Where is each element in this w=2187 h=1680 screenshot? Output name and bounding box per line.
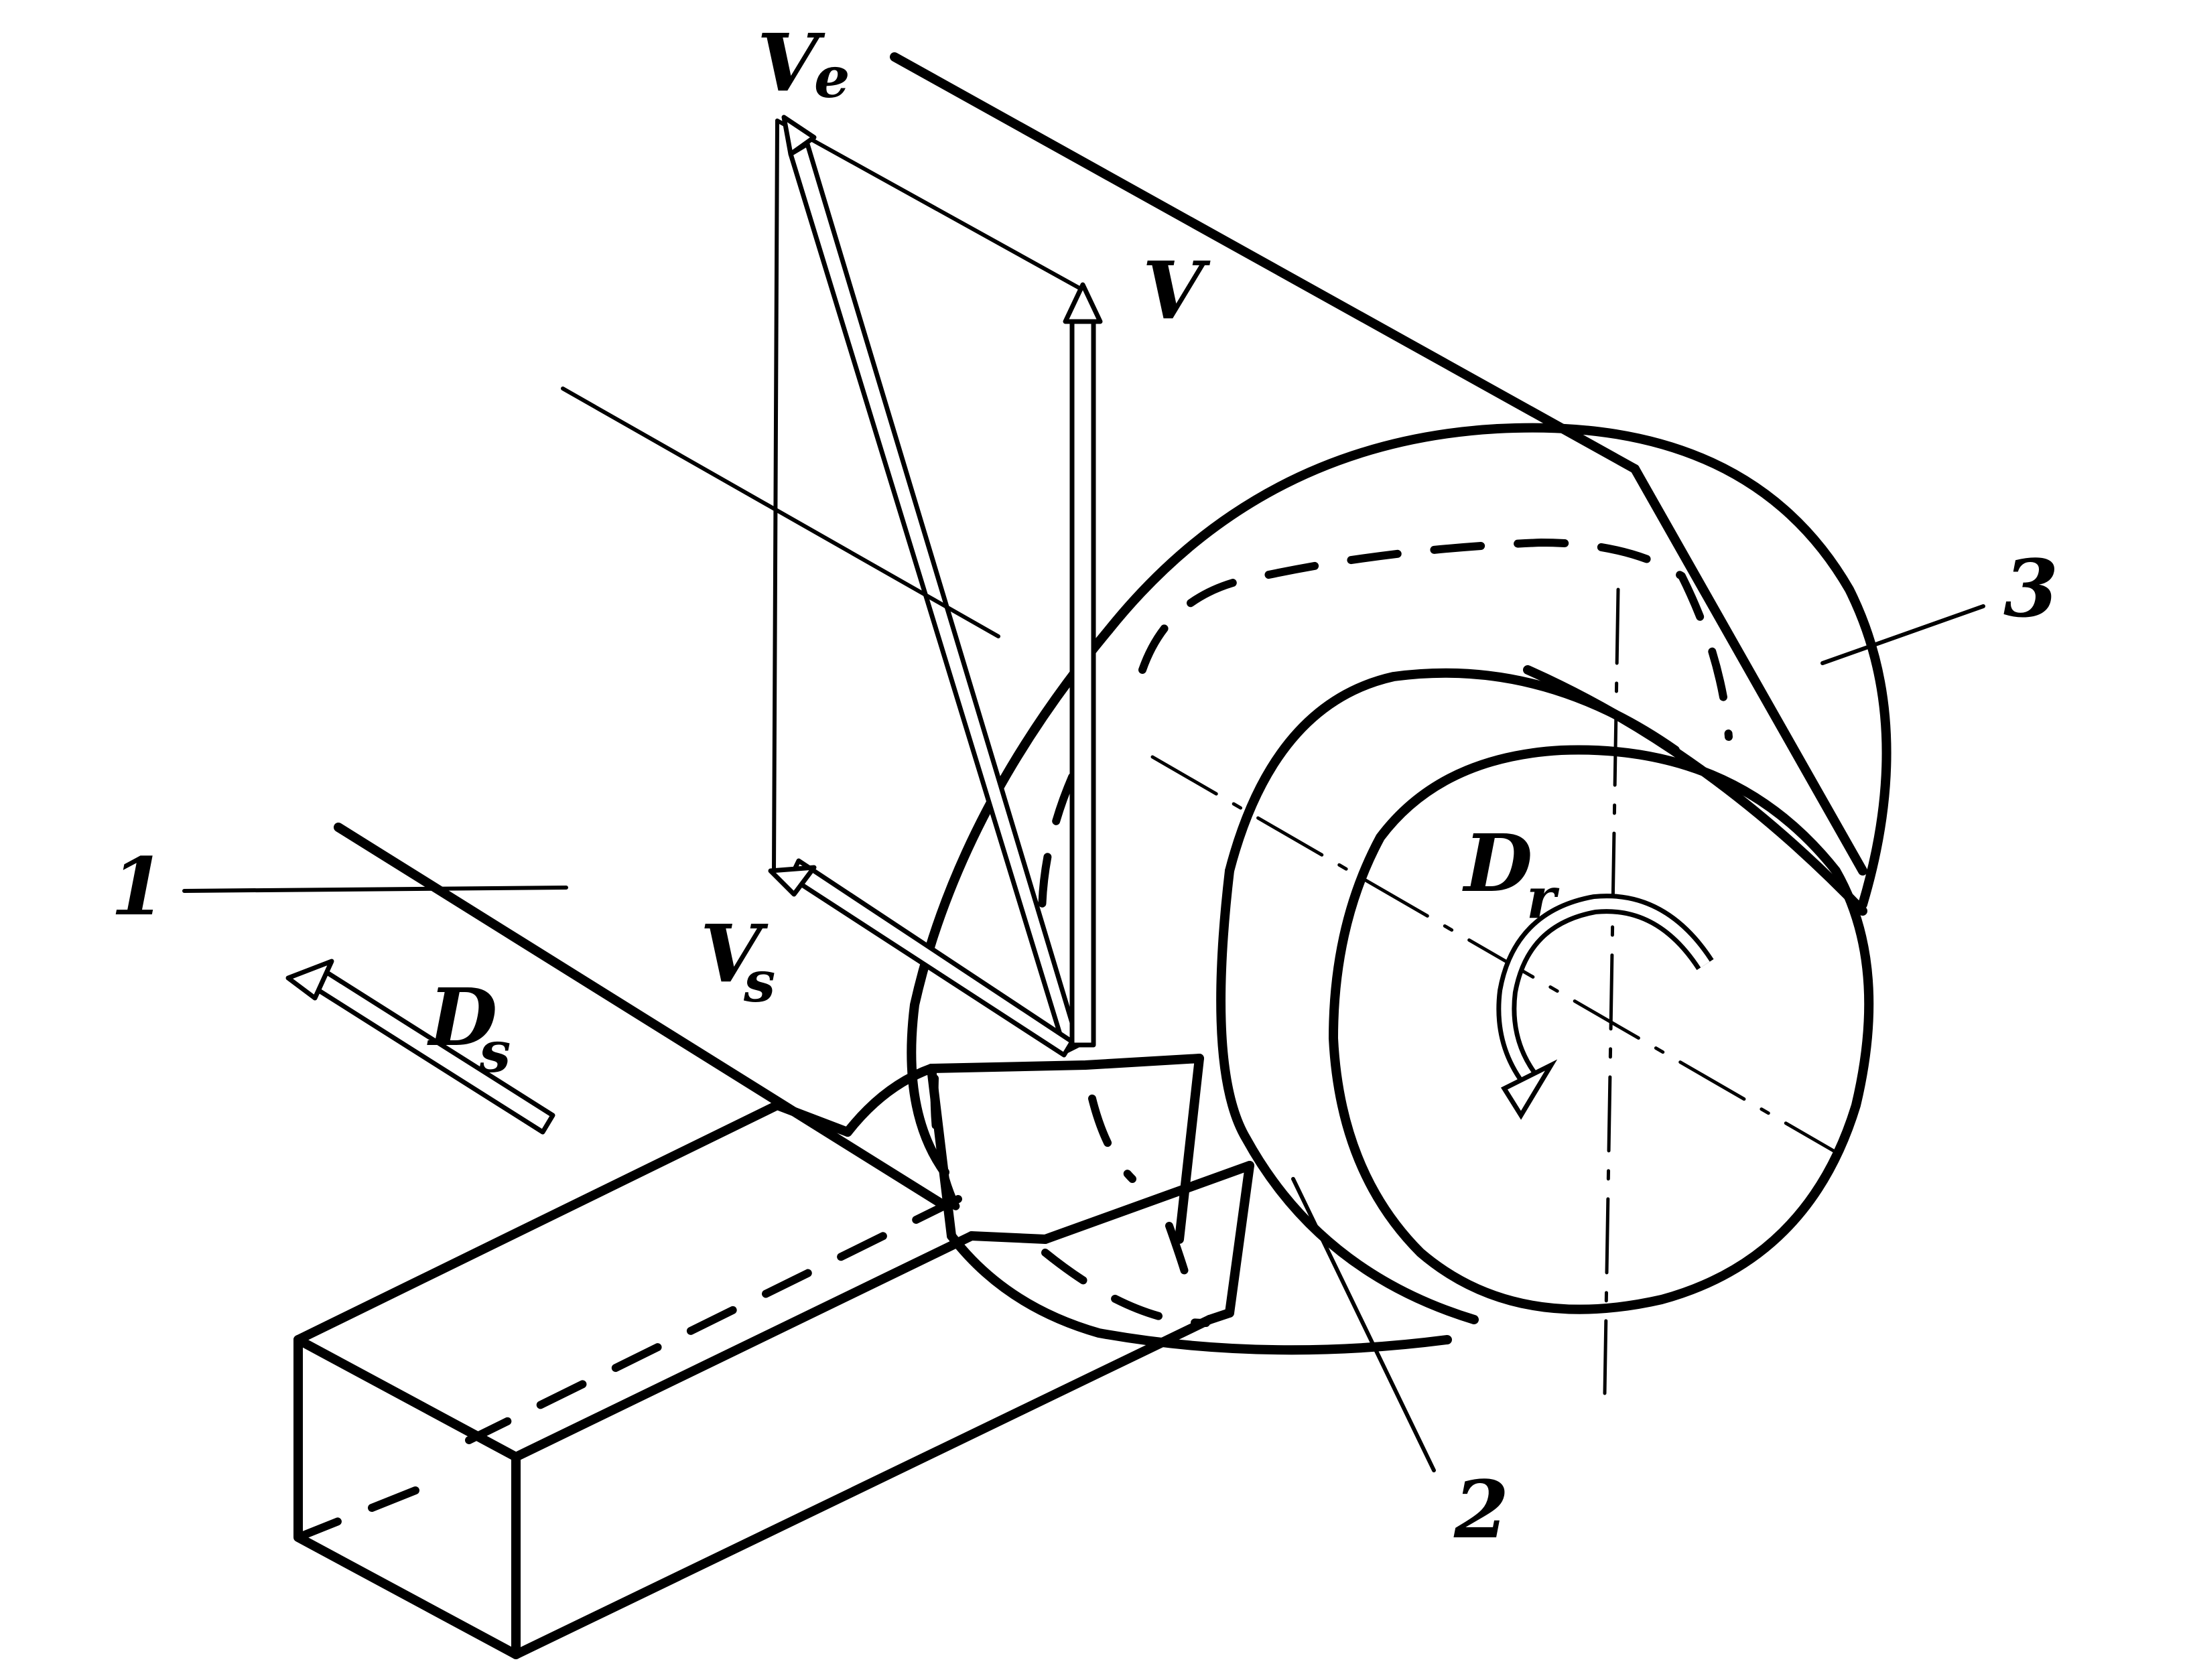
workpiece-axis-line — [561, 387, 1000, 638]
ve-label: V — [757, 16, 825, 109]
v-arrow — [1069, 312, 1096, 1048]
ds-subscript: s — [478, 1019, 511, 1085]
ve-subscript: e — [814, 44, 850, 111]
v-label: V — [1142, 244, 1211, 337]
ds-arrow — [285, 959, 555, 1135]
ds-label: D — [427, 971, 497, 1064]
dr-label: D — [1462, 817, 1532, 910]
vs-subscript: s — [743, 949, 775, 1015]
part-label-1: 1 — [111, 840, 165, 933]
leader-line-2 — [1291, 1177, 1436, 1472]
vs-arrow — [788, 858, 1075, 1058]
grinding-wheel — [890, 52, 1892, 1395]
dr-subscript: r — [1526, 865, 1560, 931]
bar-axis-line — [334, 823, 949, 1210]
part-label-3: 3 — [2003, 542, 2058, 635]
workpiece — [293, 1054, 1254, 1659]
leader-line-3 — [1820, 604, 1985, 665]
leader-line-1 — [182, 886, 568, 893]
part-label-2: 2 — [1453, 1463, 1509, 1556]
dr-rotation-arrow — [1496, 894, 1714, 1120]
velocity-parallelogram — [768, 115, 1103, 1058]
vs-label: V — [700, 907, 769, 1000]
